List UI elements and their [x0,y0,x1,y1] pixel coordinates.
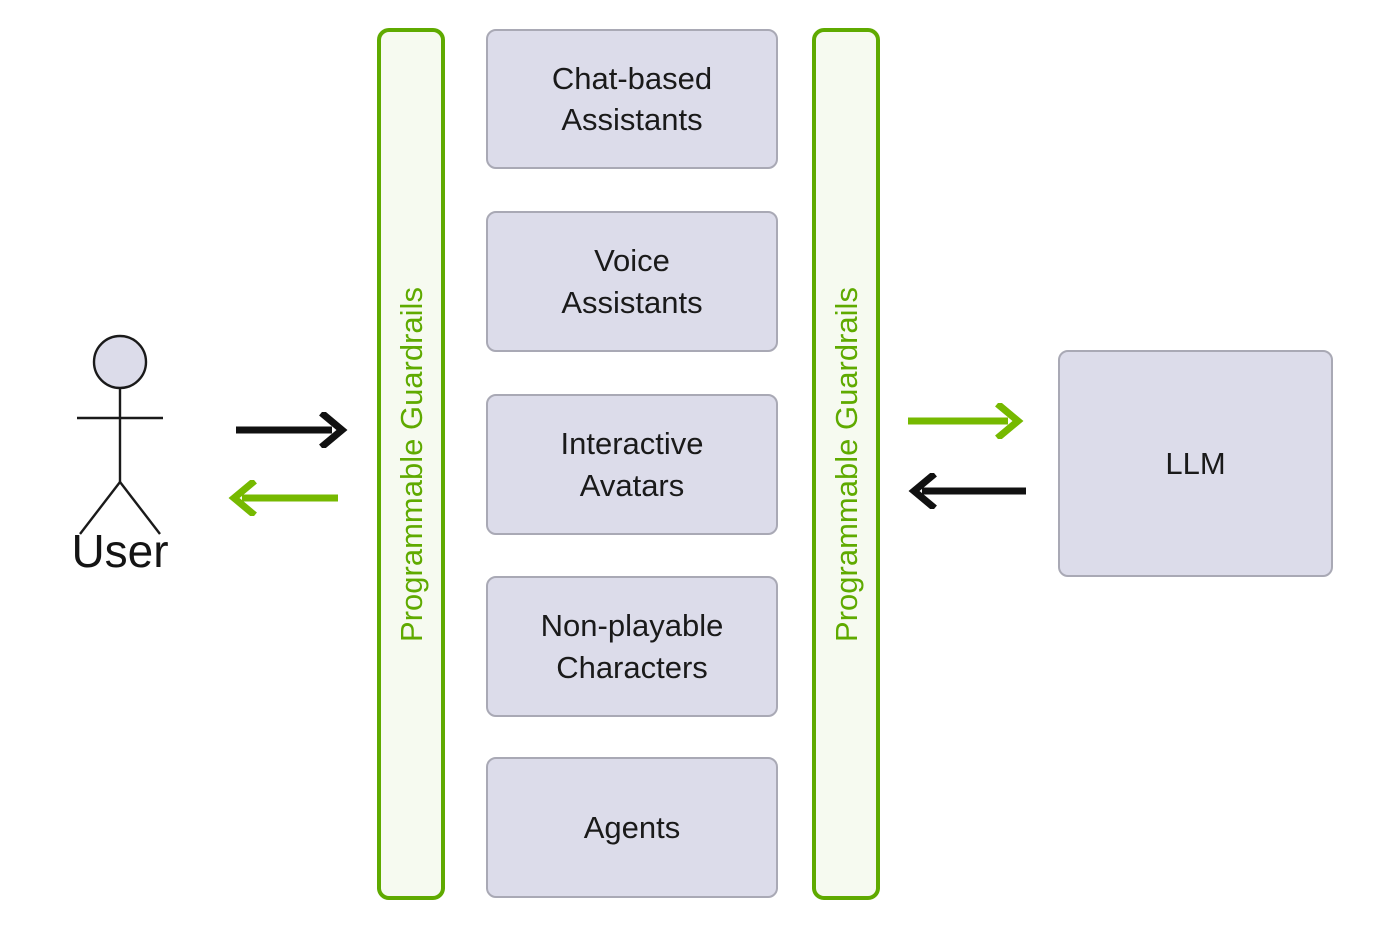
llm-label: LLM [1165,445,1226,481]
arrow-guardrail-to-user [228,480,340,516]
guardrail-left-label: Programmable Guardrails [393,286,429,642]
usecase-box-voice-assistants: Voice Assistants [486,211,778,352]
user-label: User [71,525,169,577]
arrow-llm-to-guardrail [908,473,1028,509]
usecase-line-2: Assistants [561,102,703,137]
llm-box: LLM [1058,350,1333,577]
usecase-box-non-playable-characters: Non-playable Characters [486,576,778,717]
guardrail-right-label: Programmable Guardrails [828,286,864,642]
guardrail-bar-left: Programmable Guardrails [377,28,445,900]
usecase-line-1: Non-playable [540,608,724,644]
usecase-line-2: Characters [556,649,708,685]
usecase-line-2: Assistants [561,284,703,320]
arrow-guardrail-to-llm [908,403,1024,439]
usecase-line-1: Voice [594,243,670,279]
usecase-line-1: Chat-based [551,60,713,96]
usecase-box-interactive-avatars: Interactive Avatars [486,394,778,535]
user-actor [60,330,240,590]
usecase-line-1: Interactive [560,426,704,462]
arrow-user-to-guardrail [236,412,348,448]
stick-figure-person-icon [60,330,240,590]
usecase-line-1: Agents [583,809,681,845]
usecase-box-agents: Agents [486,757,778,898]
guardrail-bar-right: Programmable Guardrails [812,28,880,900]
usecase-line-2: Avatars [579,467,685,503]
usecase-box-chat-based-assistants: Chat-based Assistants [486,29,778,169]
